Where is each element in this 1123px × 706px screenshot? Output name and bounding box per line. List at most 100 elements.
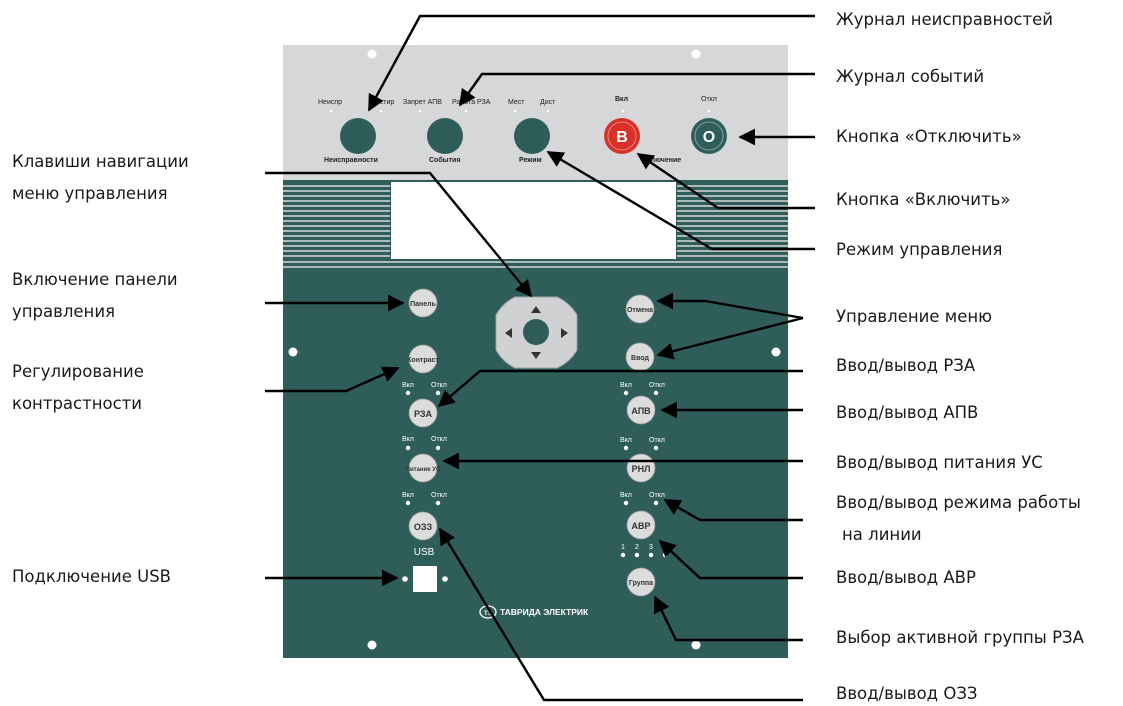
arrow-down-icon[interactable] (531, 352, 541, 359)
mount-hole (771, 347, 781, 357)
usb-port[interactable] (402, 566, 448, 592)
open-breaker-button[interactable]: О (691, 118, 727, 154)
mount-hole (691, 49, 701, 59)
logo-mark: ТЭ (484, 611, 493, 617)
close-breaker-button[interactable]: В (604, 118, 640, 154)
contrast-button-label: Контраст (407, 357, 439, 364)
rnl-button-label: РНЛ (632, 464, 651, 474)
mode-button[interactable]: Режим (514, 118, 550, 164)
vent-stripes-right (677, 185, 788, 257)
avr-led-on (623, 500, 629, 506)
label-nav-keys-2: меню управления (12, 184, 168, 203)
label-io-rza: Ввод/вывод РЗА (836, 356, 976, 375)
arrow-io-ozz (438, 527, 803, 702)
ozz-led-off (435, 500, 441, 506)
avr-led-off (653, 500, 659, 506)
rza-led-on (405, 390, 411, 396)
apv-button[interactable]: АПВ (626, 395, 656, 425)
us-off-label: Откл (431, 436, 447, 443)
label-io-power-us: Ввод/вывод питания УС (836, 453, 1043, 472)
arrow-io-rza (437, 369, 803, 408)
close-breaker-key: В (616, 129, 628, 146)
label-menu-control: Управление меню (836, 307, 992, 326)
arrow-right-icon[interactable] (561, 328, 568, 338)
arrow-contrast (265, 366, 400, 393)
arrow-menu-cancel (656, 292, 804, 320)
indicator-label: Запрет АПВ (403, 99, 442, 106)
label-io-line-mode-2: на линии (842, 525, 922, 544)
arrow-on-button (636, 153, 815, 210)
us-led-on (405, 445, 411, 451)
apv-led-off (653, 390, 659, 396)
enter-button[interactable]: Ввод (625, 342, 655, 372)
group-button-label: Группа (629, 580, 653, 587)
arrow-menu-enter (656, 316, 804, 360)
cancel-button[interactable]: Отмена (625, 294, 655, 324)
enter-button-label: Ввод (631, 355, 649, 362)
label-active-group: Выбор активной группы РЗА (836, 628, 1085, 647)
indicator-label: Мест (508, 99, 525, 106)
label-io-apv: Ввод/вывод АПВ (836, 403, 978, 422)
mount-hole (691, 640, 701, 650)
ozz-led-on (405, 500, 411, 506)
apv-on-label: Вкл (620, 382, 632, 389)
rza-on-label: Вкл (402, 382, 414, 389)
navigation-keypad[interactable] (495, 296, 578, 369)
avr-button[interactable]: АВР (626, 510, 656, 540)
rza-led-off (435, 390, 441, 396)
apv-led-on (623, 390, 629, 396)
faults-button[interactable]: Неисправности (324, 118, 378, 164)
panel-button-label: Панель (410, 301, 436, 308)
label-io-avr: Ввод/вывод АВР (836, 568, 976, 587)
panel-top-section (283, 45, 788, 180)
label-control-mode: Режим управления (836, 240, 1002, 259)
indicator-label: Дист (540, 99, 556, 106)
rnl-button[interactable]: РНЛ (626, 453, 656, 483)
power-us-button-label: Питание УС (406, 467, 441, 473)
us-on-label: Вкл (402, 436, 414, 443)
faults-button-label: Неисправности (324, 157, 378, 164)
label-io-ozz: Ввод/вывод ОЗЗ (836, 684, 977, 703)
power-us-button[interactable]: Питание УС (406, 453, 441, 483)
label-on-button: Кнопка «Включить» (836, 190, 1010, 209)
ozz-on-label: Вкл (402, 492, 414, 499)
label-panel-on-1: Включение панели (12, 270, 178, 289)
arrow-event-log (459, 72, 815, 107)
label-event-log: Журнал событий (836, 67, 984, 86)
arrow-nav-keys (265, 171, 533, 298)
arrow-left-icon[interactable] (505, 328, 512, 338)
avr-on-label: Вкл (620, 492, 632, 499)
contrast-button[interactable]: Контраст (407, 344, 439, 374)
arrow-up-icon[interactable] (531, 306, 541, 313)
arrow-active-group (653, 595, 803, 642)
avr-button-label: АВР (631, 521, 650, 531)
panel-button[interactable]: Панель (408, 288, 438, 318)
label-io-line-mode-1: Ввод/вывод режима работы (836, 493, 1081, 512)
arrow-control-mode (546, 150, 815, 251)
usb-label: USB (414, 547, 435, 558)
open-breaker-key: О (703, 129, 715, 146)
label-contrast-2: контрастности (12, 394, 142, 413)
indicator-label: Вкл (615, 96, 628, 103)
ozz-button-label: ОЗЗ (414, 522, 433, 532)
rza-button[interactable]: РЗА (408, 398, 438, 428)
vent-stripes-bottom (283, 261, 788, 268)
ozz-button[interactable]: ОЗЗ (408, 511, 438, 541)
apv-off-label: Откл (649, 382, 665, 389)
us-led-off (435, 445, 441, 451)
indicator-label: Откл (701, 96, 717, 103)
rza-off-label: Откл (431, 382, 447, 389)
group-button[interactable]: Группа (626, 567, 656, 597)
group-number: 1 (621, 544, 625, 551)
indicator-label: Работа РЗА (452, 98, 491, 106)
control-panel: Неиспр Тестир Запрет АПВ Работа РЗА Мест… (283, 45, 788, 658)
mount-hole (367, 640, 377, 650)
label-off-button: Кнопка «Отключить» (836, 127, 1022, 146)
rnl-on-label: Вкл (620, 437, 632, 444)
indicator-leds (328, 108, 712, 114)
label-nav-keys-1: Клавиши навигации (12, 152, 189, 171)
events-button[interactable]: События (427, 118, 463, 164)
label-contrast-1: Регулирование (12, 362, 144, 381)
ozz-off-label: Откл (431, 492, 447, 499)
group-number: 2 (635, 544, 639, 551)
